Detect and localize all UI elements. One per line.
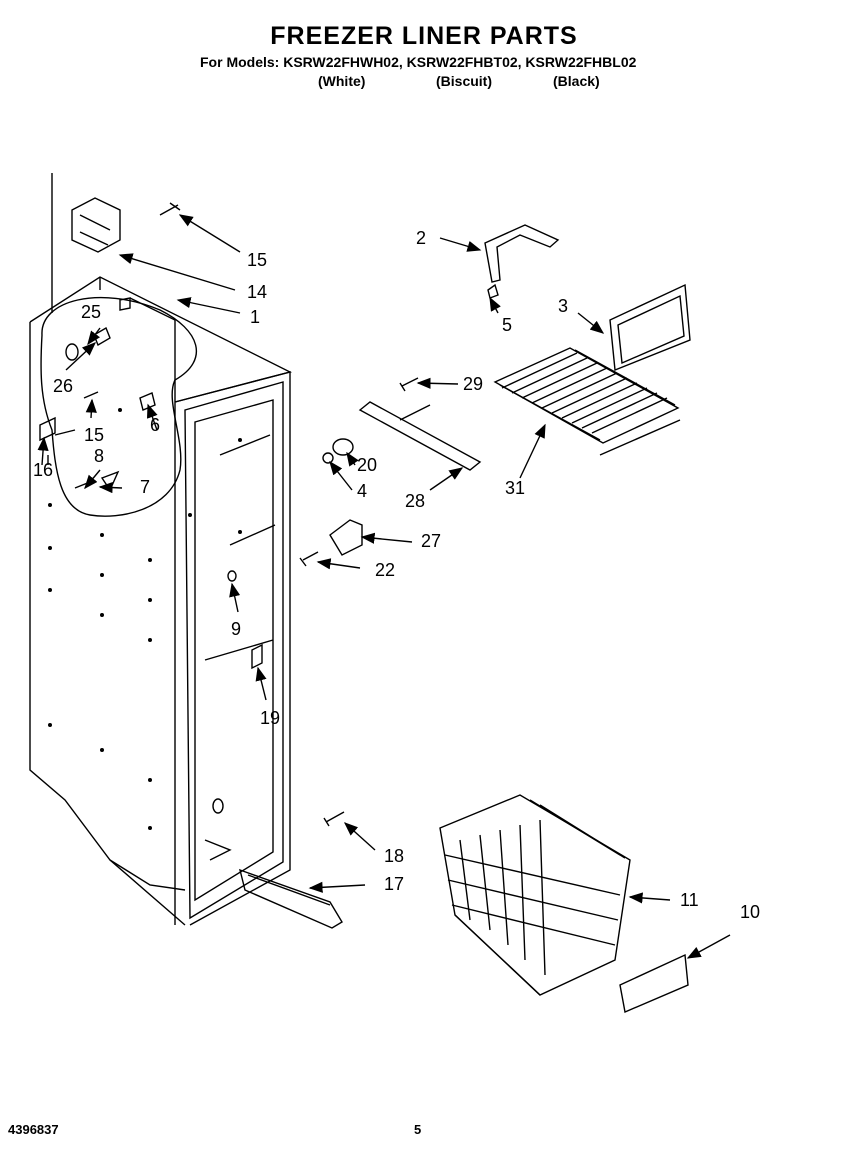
bracket-28 <box>358 401 482 471</box>
callout-20: 20 <box>357 455 377 475</box>
callout-1: 1 <box>250 307 260 327</box>
control-parts <box>39 326 156 492</box>
callout-2: 2 <box>416 228 426 248</box>
callout-4: 4 <box>357 481 367 501</box>
freezer-liner <box>29 173 292 926</box>
color-white: (White) <box>318 73 366 89</box>
hinge-20 <box>332 438 354 456</box>
screw-22 <box>299 551 319 567</box>
screw-15-top <box>159 202 181 216</box>
panel-3 <box>609 283 691 371</box>
callout-19: 19 <box>260 708 280 728</box>
leader-lines <box>37 214 731 959</box>
liner-holes <box>48 408 242 830</box>
callout-28: 28 <box>405 491 425 511</box>
callout-29: 29 <box>463 374 483 394</box>
callout-22: 22 <box>375 560 395 580</box>
trim-17 <box>239 868 343 929</box>
basket-front-8 <box>619 953 689 1013</box>
callout-10: 9 <box>231 619 241 639</box>
callout-5: 5 <box>502 315 512 335</box>
page-number: 5 <box>414 1122 422 1137</box>
bracket-14 <box>71 197 121 253</box>
callout-26: 26 <box>53 376 73 396</box>
color-biscuit: (Biscuit) <box>436 73 492 89</box>
screw-18 <box>323 811 345 827</box>
bracket-2 <box>484 224 560 283</box>
screw-29 <box>399 377 419 392</box>
callout-6: 6 <box>150 415 160 435</box>
callout-7: 7 <box>140 477 150 497</box>
callout-15-top: 15 <box>247 250 267 270</box>
callout-8: 10 <box>740 902 760 922</box>
callout-17: 17 <box>384 874 404 894</box>
screw-5 <box>487 283 499 299</box>
control-area-outline <box>40 297 197 517</box>
screw-4 <box>322 452 334 464</box>
shelf-31 <box>493 347 681 456</box>
callout-18: 18 <box>384 846 404 866</box>
callout-11: 11 <box>680 890 699 910</box>
callout-15-side: 15 <box>84 425 104 445</box>
part-27 <box>329 519 363 556</box>
part-19 <box>251 643 263 670</box>
page-title: FREEZER LINER PARTS <box>270 22 578 50</box>
callout-3: 3 <box>558 296 568 316</box>
doc-number: 4396837 <box>8 1122 59 1137</box>
callout-16: 16 <box>33 460 53 480</box>
callout-9: 8 <box>94 446 104 466</box>
color-black: (Black) <box>553 73 600 89</box>
models-line: For Models: KSRW22FHWH02, KSRW22FHBT02, … <box>200 54 637 70</box>
callout-31: 31 <box>505 478 525 498</box>
basket-11 <box>439 794 631 996</box>
callout-25: 25 <box>81 302 101 322</box>
callout-14: 14 <box>247 282 267 302</box>
callout-27: 27 <box>421 531 441 551</box>
